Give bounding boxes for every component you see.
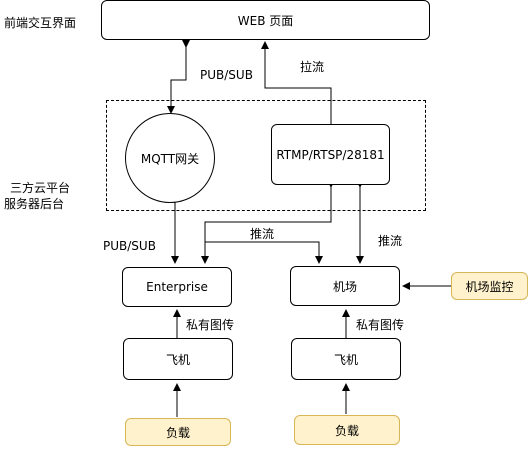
push-stream-left-label: 推流 (250, 227, 275, 241)
private-image-left-label: 私有图传 (186, 318, 235, 332)
airport-node: 机场 (290, 266, 400, 306)
pub-sub-bottom-label: PUB/SUB (103, 239, 156, 253)
rtmp-rtsp-node: RTMP/RTSP/28181 (271, 124, 390, 185)
payload-left-node: 负载 (125, 418, 231, 446)
drone-left-node: 飞机 (123, 338, 233, 380)
pub-sub-top-label: PUB/SUB (200, 68, 253, 82)
frontend-label: 前端交互界面 (4, 16, 77, 30)
edge-rtmp-enterprise (201, 180, 335, 264)
push-stream-right-label: 推流 (378, 234, 403, 248)
pull-stream-label: 拉流 (300, 60, 325, 74)
enterprise-node: Enterprise (122, 267, 232, 307)
backend-server-label: 服务器后台 (4, 197, 65, 211)
private-image-right-label: 私有图传 (356, 318, 405, 332)
mqtt-gateway-node: MQTT网关 (125, 113, 215, 203)
web-page-node: WEB 页面 (101, 0, 430, 40)
edge-enterprise-airport (205, 241, 323, 264)
payload-right-node: 负载 (294, 415, 400, 445)
edge-rtmp-web (261, 41, 332, 124)
airport-monitor-node: 机场监控 (451, 272, 528, 300)
cloud-platform-label: 三方云平台 (10, 181, 71, 195)
edge-web-mqtt (167, 40, 190, 114)
drone-right-node: 飞机 (291, 338, 401, 380)
